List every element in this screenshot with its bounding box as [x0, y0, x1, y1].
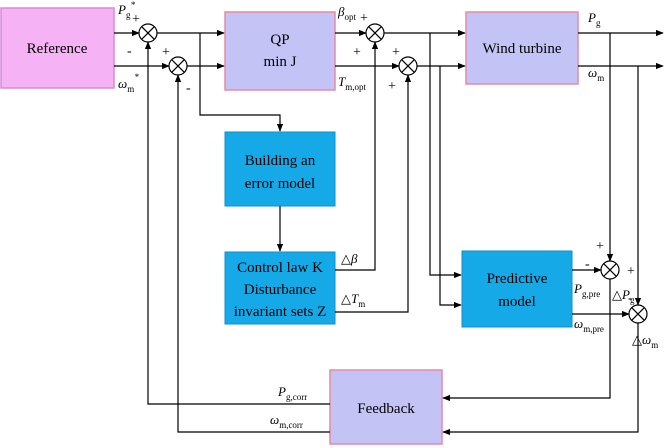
sum-junction-torque: [398, 56, 418, 76]
sign-minus-pg-pre: -: [585, 257, 590, 272]
label-pg-corr: Pg,corr: [277, 384, 307, 402]
predictive-model-label-line1: Predictive: [487, 271, 548, 287]
label-wm-out: ωm: [588, 65, 604, 83]
label-pg-pre: Pg,pre: [573, 281, 600, 299]
control-law-label-line1: Control law K: [237, 260, 323, 276]
qp-label-line2: min J: [264, 54, 297, 70]
reference-block: Reference: [0, 7, 115, 89]
sign-minus-wm-corr: -: [186, 81, 191, 96]
wind-turbine-label: Wind turbine: [483, 41, 562, 57]
predictive-model-block: Predictive model: [461, 250, 573, 328]
label-tm-opt: Tm,opt: [338, 74, 366, 92]
sum-junction-delta-wm: [628, 304, 648, 324]
sign-minus-wm-pre: -: [628, 291, 633, 306]
qp-label-line1: QP: [270, 32, 289, 48]
label-delta-pg: △Pg: [612, 287, 635, 305]
sign-minus-pg-corr: -: [127, 44, 132, 59]
label-wm-pre: ωm,pre: [574, 316, 604, 334]
label-pg-out: Pg: [587, 10, 601, 28]
sign-plus-pg-meas: +: [596, 239, 604, 254]
feedback-label: Feedback: [357, 401, 415, 417]
sum-junction-delta-pg: [600, 260, 620, 280]
sign-plus-delta-tm: +: [388, 79, 396, 94]
error-model-block: Building an error model: [224, 131, 336, 207]
predictive-model-label-line2: model: [498, 294, 536, 310]
error-model-label-line1: Building an: [245, 153, 316, 169]
control-law-label-line3: invariant sets Z: [234, 304, 326, 320]
label-pg-ref: Pg*: [117, 0, 135, 20]
label-wm-ref: ωm*: [118, 72, 139, 94]
control-law-block: Control law K Disturbance invariant sets…: [224, 251, 336, 325]
label-beta-opt: βopt: [337, 4, 356, 22]
sign-plus-delta-beta: +: [353, 45, 361, 60]
label-delta-tm: △Tm: [341, 291, 365, 309]
label-wm-corr: ωm,corr: [270, 412, 303, 430]
control-law-label-line2: Disturbance: [244, 282, 317, 298]
sign-plus-wm-meas: +: [627, 264, 635, 279]
error-model-label-line2: error model: [245, 176, 315, 192]
sign-plus-tm-opt: +: [392, 45, 400, 60]
sign-plus-beta-opt: +: [360, 11, 368, 26]
sum-junction-pg-ref: [138, 23, 158, 43]
label-delta-wm: △ωm: [632, 332, 658, 350]
signal-wires: [114, 29, 664, 436]
feedback-block: Feedback: [329, 369, 443, 445]
qp-block: QP min J: [224, 11, 336, 91]
wind-turbine-block: Wind turbine: [465, 11, 579, 85]
reference-label: Reference: [27, 41, 88, 57]
sign-plus-wm-ref: +: [162, 45, 170, 60]
sum-junction-beta: [365, 23, 385, 43]
label-delta-beta: △β: [341, 251, 358, 266]
sign-plus-pg-ref: +: [132, 12, 140, 27]
sum-junction-wm-ref: [168, 56, 188, 76]
